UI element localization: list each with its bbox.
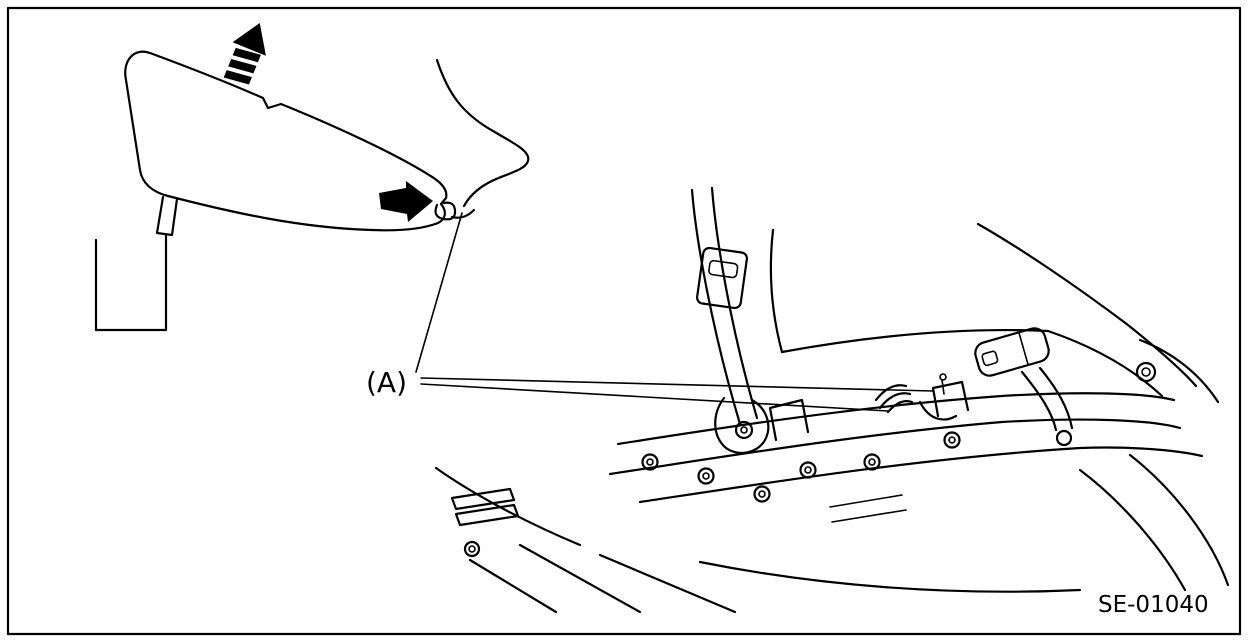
crossmember-bottom-edge xyxy=(608,418,1182,476)
floor-lower-edge xyxy=(698,560,1082,593)
part-label-a: (A) xyxy=(366,366,407,399)
right-buckle-body xyxy=(974,327,1050,377)
floor-panel-edge xyxy=(638,446,1204,504)
floor-edge-left xyxy=(434,466,582,547)
center-anchor-bolt-center xyxy=(740,426,748,434)
floor-diagonal-1 xyxy=(468,558,558,614)
right-buckle-anchor-bolt xyxy=(1055,429,1073,447)
floor-hook-wire-3 xyxy=(886,400,914,414)
seatback-bottom-edge xyxy=(780,328,1050,354)
floor-right-contour-2 xyxy=(1128,453,1230,587)
floor-hook-bracket xyxy=(918,400,958,421)
bracket-tab-left xyxy=(768,398,810,442)
lift-arrow-stripe-3 xyxy=(223,70,252,85)
lift-arrow-icon xyxy=(223,23,266,85)
label-a-group: (A) xyxy=(366,212,934,412)
rear-floor-assembly xyxy=(434,186,1230,614)
leader-line-to-cushion-hook xyxy=(415,212,463,373)
floor-rib-2 xyxy=(831,509,907,523)
right-buckle-slot xyxy=(981,350,999,367)
body-contour-line xyxy=(435,58,530,208)
body-side-line-right xyxy=(1046,329,1164,398)
floor-hook-pin-head xyxy=(939,373,947,381)
bracket-tab-right xyxy=(931,380,970,418)
bolt-icon xyxy=(641,453,659,471)
center-buckle xyxy=(695,246,749,310)
bolt-center xyxy=(804,466,812,474)
floor-rib-1 xyxy=(829,494,903,508)
belt-webbing-right-edge xyxy=(710,186,759,420)
bolt-center xyxy=(868,458,876,466)
figure-code: SE-01040 xyxy=(1098,592,1209,618)
floor-right-contour-1 xyxy=(1078,468,1187,592)
lift-arrow-stripe-1 xyxy=(232,47,261,63)
center-buckle-body xyxy=(695,246,749,310)
wheel-arch-bolt-center xyxy=(1141,367,1151,377)
push-arrow-icon xyxy=(379,181,433,222)
floor-diagonal-2 xyxy=(518,543,642,614)
bolt-center xyxy=(646,458,654,466)
floor-diagonal-3 xyxy=(598,553,737,614)
figure-border xyxy=(6,6,1242,636)
wheel-arch-line xyxy=(1138,338,1220,404)
floor-hook-pin xyxy=(941,379,945,395)
crossmember-bolts xyxy=(641,431,961,503)
bolt-icon xyxy=(799,461,817,479)
floor-bolt xyxy=(463,540,481,558)
bolt-center xyxy=(948,436,956,444)
leader-line-to-floor-hook-upper xyxy=(420,377,934,392)
floor-hook-wire-1 xyxy=(874,384,908,402)
belt-webbing-left-edge xyxy=(690,188,742,426)
bolt-center xyxy=(702,472,710,480)
bolt-icon xyxy=(863,453,881,471)
bolt-center xyxy=(758,490,766,498)
bolt-icon xyxy=(943,431,961,449)
seat-cushion xyxy=(124,50,476,237)
floor-bolt-center xyxy=(468,545,476,553)
leader-line-to-floor-hook-lower xyxy=(420,383,889,412)
floor-slot-1 xyxy=(450,487,516,511)
right-buckle-seam xyxy=(1018,331,1030,366)
right-buckle xyxy=(974,327,1074,447)
left-floor-details xyxy=(434,466,582,558)
lift-arrow-head xyxy=(232,23,266,56)
seatback-left-edge xyxy=(769,228,784,354)
right-buckle-strap-edge-1 xyxy=(1038,366,1074,430)
bolt-icon xyxy=(697,467,715,485)
lift-arrow-stripe-2 xyxy=(228,58,257,74)
floor-hook-wire-2 xyxy=(878,392,912,410)
floor-step-line xyxy=(94,234,168,332)
right-buckle-strap-edge-2 xyxy=(1020,370,1058,432)
bolt-icon xyxy=(753,485,771,503)
center-anchor-bolt xyxy=(734,420,754,440)
center-buckle-slot xyxy=(708,259,739,279)
floor-pan-contours xyxy=(468,338,1230,614)
seatback-right-edge xyxy=(976,222,1198,388)
crossmember-top-edge xyxy=(616,392,1176,446)
seat-cushion-leg xyxy=(155,195,179,237)
wheel-arch-bolt xyxy=(1135,361,1157,383)
cushion-hook-wire xyxy=(434,201,476,221)
seat-cushion-outline xyxy=(124,50,448,232)
floor-hook-a xyxy=(874,373,958,421)
